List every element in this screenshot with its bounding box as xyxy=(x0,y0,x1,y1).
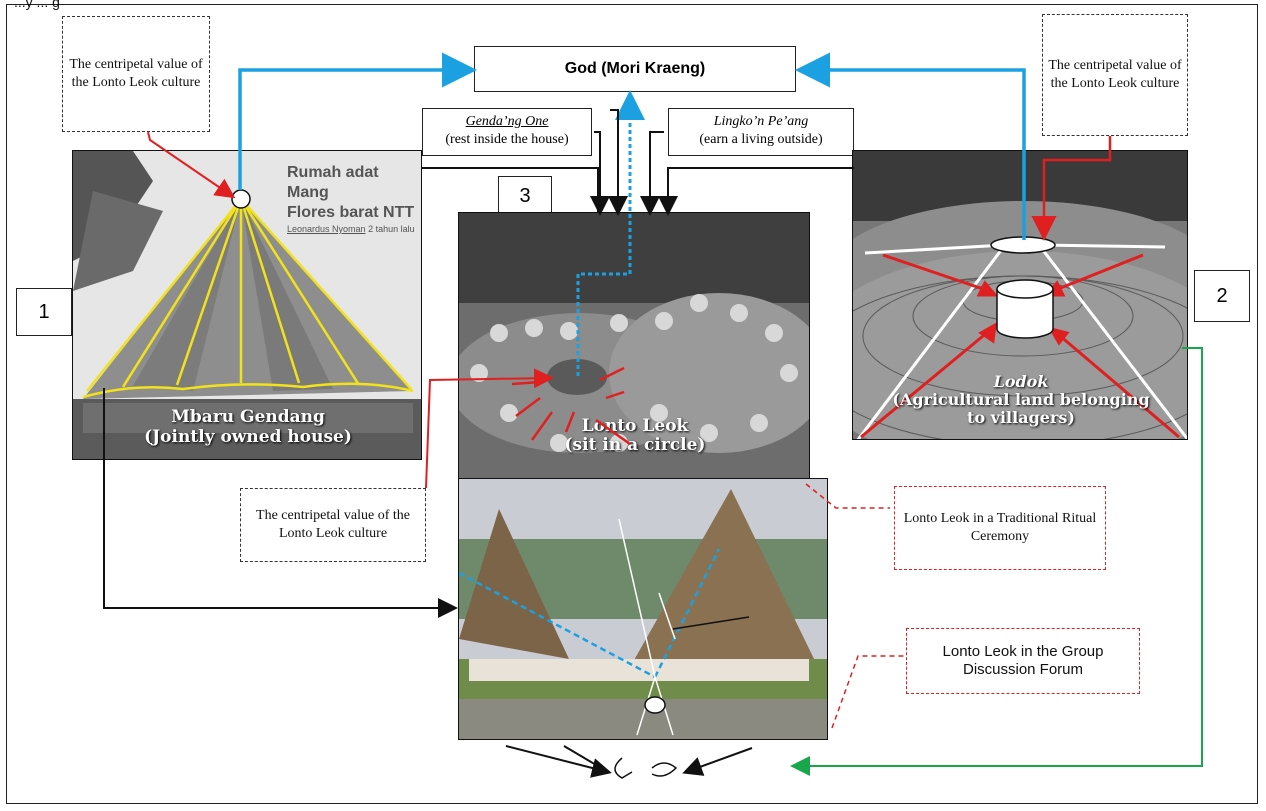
circle-photo-art xyxy=(459,213,809,481)
land-caption-line-3: to villagers) xyxy=(967,408,1075,427)
header-fragment: ...y ... g xyxy=(14,0,60,10)
god-box: God (Mori Kraeng) xyxy=(474,46,796,92)
number-2-box: 2 xyxy=(1194,270,1250,322)
circle-caption-line-2: (sit in a circle) xyxy=(564,435,706,455)
photo-ritual-ceremony xyxy=(458,478,828,740)
gendang-one-subtitle: (rest inside the house) xyxy=(445,132,569,147)
overlay-byline: Leonardus Nyoman 2 tahun lalu xyxy=(287,223,421,235)
diagram-frame xyxy=(6,4,1258,804)
centripetal-note-left: The centripetal value of the Lonto Leok … xyxy=(62,16,210,132)
circle-caption-line-1: Lonto Leok xyxy=(581,416,689,436)
ritual-photo-art xyxy=(459,479,827,739)
centripetal-note-right: The centripetal value of the Lonto Leok … xyxy=(1042,14,1188,136)
ritual-ceremony-note: Lonto Leok in a Traditional Ritual Cerem… xyxy=(894,486,1106,570)
overlay-line-1: Rumah adat Mang xyxy=(287,164,379,201)
land-caption-line-1: Lodok xyxy=(993,372,1049,391)
centripetal-note-bottom: The centripetal value of the Lonto Leok … xyxy=(240,488,426,562)
house-caption-line-1: Mbaru Gendang xyxy=(171,407,325,427)
house-caption-line-2: (Jointly owned house) xyxy=(144,427,352,447)
gendang-one-title: Genda’ng One xyxy=(465,114,549,129)
overlay-line-2: Flores barat NTT xyxy=(287,204,415,221)
house-photo-overlay-title: Rumah adat Mang Flores barat NTT Leonard… xyxy=(287,163,421,235)
lingko-pang-title: Lingko’n Pe’ang xyxy=(713,114,809,129)
lingko-pang-subtitle: (earn a living outside) xyxy=(699,132,823,147)
circle-caption: Lonto Leok (sit in a circle) xyxy=(459,416,809,455)
number-1-box: 1 xyxy=(16,288,72,336)
overlay-author: Leonardus Nyoman xyxy=(287,224,366,234)
group-discussion-note: Lonto Leok in the Group Discussion Forum xyxy=(906,628,1140,694)
land-caption: Lodok (Agricultural land belonging to vi… xyxy=(853,372,1187,427)
gendang-one-box: Genda’ng One (rest inside the house) xyxy=(422,108,592,156)
photo-lodok-land: Lodok (Agricultural land belonging to vi… xyxy=(852,150,1188,440)
lingko-pang-box: Lingko’n Pe’ang (earn a living outside) xyxy=(668,108,854,156)
photo-mbaru-gendang: Rumah adat Mang Flores barat NTT Leonard… xyxy=(72,150,422,460)
land-caption-line-2: (Agricultural land belonging xyxy=(892,390,1150,409)
overlay-time: 2 tahun lalu xyxy=(368,224,415,234)
photo-lonto-leok-circle: Lonto Leok (sit in a circle) xyxy=(458,212,810,482)
number-3-box: 3 xyxy=(498,176,552,216)
house-caption: Mbaru Gendang (Jointly owned house) xyxy=(73,407,421,447)
